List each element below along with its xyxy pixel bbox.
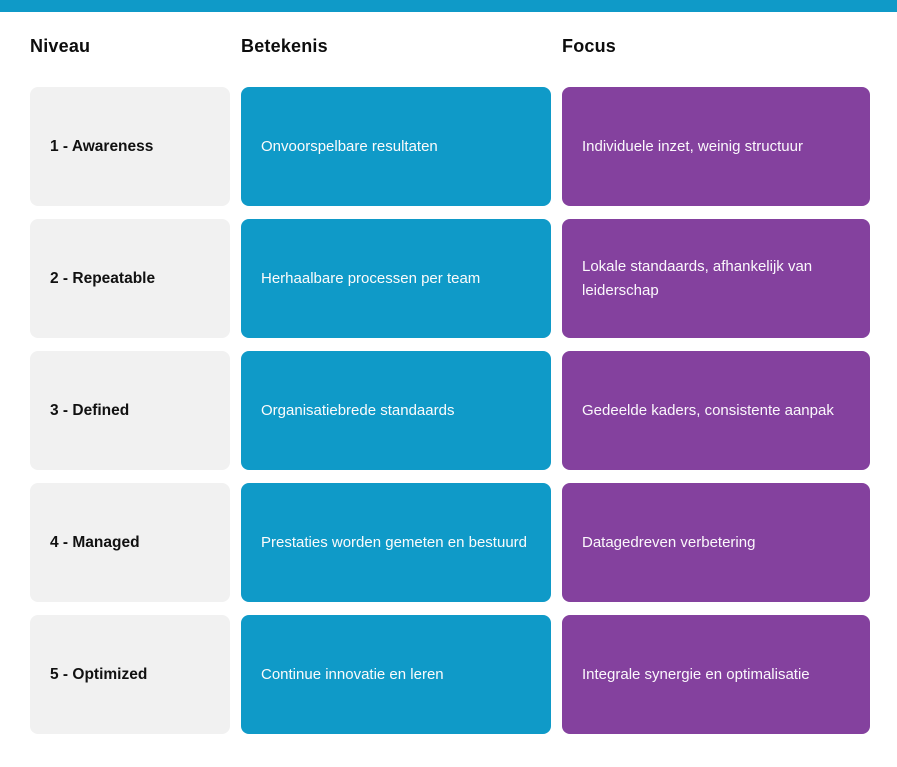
diagram-content: Niveau Betekenis Focus 1 - Awareness Onv… xyxy=(0,12,897,734)
level-card: 4 - Managed xyxy=(30,483,230,602)
focus-card: Individuele inzet, weinig structuur xyxy=(562,87,870,206)
column-headers: Niveau Betekenis Focus xyxy=(30,36,870,75)
focus-card: Gedeelde kaders, consistente aanpak xyxy=(562,351,870,470)
focus-card: Datagedreven verbetering xyxy=(562,483,870,602)
column-header-focus: Focus xyxy=(562,36,617,56)
top-accent-bar xyxy=(0,0,897,12)
meaning-card: Continue innovatie en leren xyxy=(241,615,551,734)
focus-card: Lokale standaards, afhankelijk van leide… xyxy=(562,219,870,338)
meaning-card: Herhaalbare processen per team xyxy=(241,219,551,338)
level-card: 3 - Defined xyxy=(30,351,230,470)
focus-card: Integrale synergie en optimalisatie xyxy=(562,615,870,734)
meaning-card: Prestaties worden gemeten en bestuurd xyxy=(241,483,551,602)
meaning-card: Organisatiebrede standaards xyxy=(241,351,551,470)
maturity-rows: 1 - Awareness Onvoorspelbare resultaten … xyxy=(30,87,870,734)
column-header-betekenis: Betekenis xyxy=(241,36,328,56)
column-header-niveau: Niveau xyxy=(30,36,91,56)
level-card: 5 - Optimized xyxy=(30,615,230,734)
meaning-card: Onvoorspelbare resultaten xyxy=(241,87,551,206)
level-card: 2 - Repeatable xyxy=(30,219,230,338)
level-card: 1 - Awareness xyxy=(30,87,230,206)
